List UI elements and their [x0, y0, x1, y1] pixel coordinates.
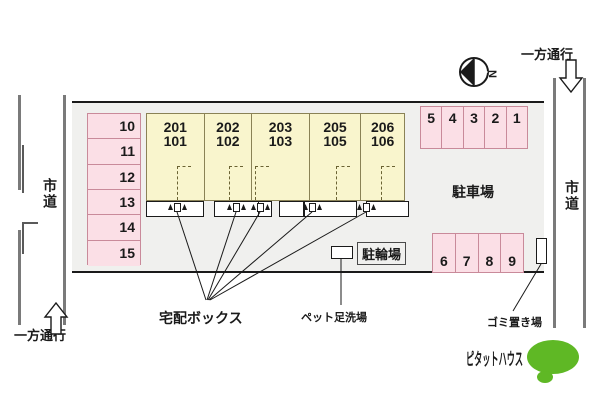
parking-stall[interactable]: 3	[463, 107, 486, 148]
delivery-box-label: 宅配ボックス	[159, 310, 243, 326]
unit-label: 206 106	[361, 120, 404, 148]
parking-stall[interactable]: 8	[478, 234, 502, 272]
unit-upper-number: 203	[268, 119, 293, 135]
apartment-building: 201 101 202 102 203 103 205 105	[146, 113, 405, 201]
parking-stall[interactable]: 11	[88, 139, 140, 165]
road-line-left-upper	[18, 95, 21, 190]
entry-hook-icon	[335, 166, 350, 200]
porch-box[interactable]	[146, 201, 204, 217]
entry-hook-icon	[228, 166, 243, 200]
parking-stall[interactable]: 10	[88, 114, 140, 140]
unit-lower-number: 105	[323, 133, 347, 149]
entry-hook-icon	[177, 166, 191, 200]
parking-stall[interactable]: 15	[88, 240, 140, 266]
unit-lower-number: 101	[163, 133, 187, 149]
unit-upper-number: 202	[216, 119, 240, 135]
road-line-right-outer	[553, 78, 556, 328]
pet-foot-wash-label: ペット足洗場	[301, 312, 367, 324]
entry-hook-icon	[255, 166, 270, 200]
parking-stall[interactable]: 14	[88, 215, 140, 241]
road-bracket-lower	[22, 222, 38, 254]
parking-stall[interactable]: 5	[421, 107, 443, 148]
parking-column-left: 10 11 12 13 14 15	[87, 113, 141, 266]
road-bracket-upper	[22, 145, 38, 193]
trash-area-label: ゴミ置き場	[487, 317, 542, 329]
logo-bubble-icon	[527, 340, 579, 374]
oneway-arrow-down-icon	[558, 59, 584, 94]
parking-stall[interactable]: 1	[506, 107, 528, 148]
trash-area-chip[interactable]	[536, 238, 547, 264]
oneway-label-bottom-left: 一方通行	[14, 328, 67, 343]
unit-upper-number: 205	[323, 119, 347, 135]
parking-stall[interactable]: 12	[88, 164, 140, 190]
unit-lower-number: 102	[216, 133, 240, 149]
compass-north-label: N	[486, 70, 498, 78]
unit-lower-number: 103	[268, 133, 293, 149]
logo-wordmark: ピタットハウス	[466, 350, 523, 369]
porch-box	[366, 201, 409, 217]
oneway-label-top-right: 一方通行	[521, 47, 574, 62]
unit-lower-number: 106	[370, 133, 395, 149]
road-label-right: 市道	[564, 180, 580, 212]
unit-label: 205 105	[310, 120, 361, 148]
unit-202-102[interactable]: 202 102	[205, 114, 253, 200]
unit-label: 202 102	[205, 120, 252, 148]
entrance-strip	[146, 201, 409, 217]
unit-label: 203 103	[252, 120, 309, 148]
parking-stall[interactable]: 2	[485, 107, 507, 148]
entry-hook-icon	[381, 166, 396, 200]
road-line-left-lower	[18, 230, 21, 325]
compass-icon: N	[459, 57, 498, 87]
unit-upper-number: 201	[163, 119, 187, 135]
road-label-left: 市道	[42, 178, 58, 210]
porch-box[interactable]	[258, 201, 272, 217]
bicycle-parking-chip[interactable]	[331, 246, 353, 259]
parking-stall[interactable]: 13	[88, 189, 140, 216]
unit-203-103[interactable]: 203 103	[252, 114, 310, 200]
parking-row-upper-right: 5 4 3 2 1	[420, 106, 528, 149]
porch-box[interactable]	[279, 201, 304, 217]
road-line-right-inner	[583, 78, 586, 328]
parking-area-label: 駐車場	[452, 184, 494, 200]
parking-stall[interactable]: 4	[442, 107, 464, 148]
bicycle-parking-label: 駐輪場	[357, 242, 407, 265]
porch-box[interactable]	[304, 201, 357, 217]
logo-bubble-tail-icon	[537, 371, 553, 383]
unit-upper-number: 206	[370, 119, 395, 135]
parking-stall[interactable]: 9	[501, 234, 523, 272]
unit-205-105[interactable]: 205 105	[310, 114, 362, 200]
brand-logo: ピタットハウス	[466, 340, 579, 383]
unit-201-101[interactable]: 201 101	[147, 114, 205, 200]
unit-label: 201 101	[147, 120, 204, 148]
parking-stall[interactable]: 6	[433, 234, 456, 272]
parking-row-lower-right: 6 7 8 9	[432, 233, 524, 273]
unit-206-106[interactable]: 206 106	[361, 114, 404, 200]
parking-stall[interactable]: 7	[455, 234, 479, 272]
road-line-left-inner	[63, 95, 66, 325]
